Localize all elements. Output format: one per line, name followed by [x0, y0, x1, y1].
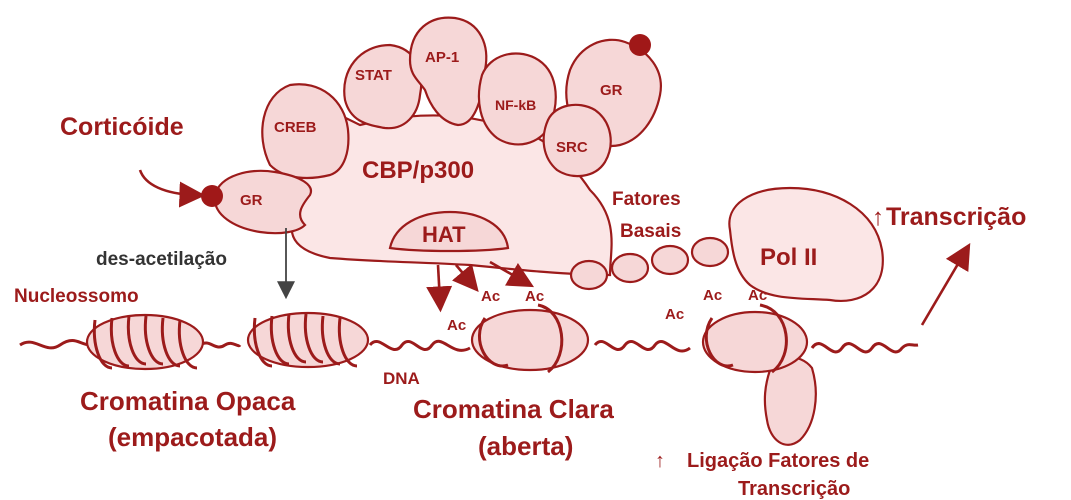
- transcricao-up-arrow: ↑: [872, 204, 884, 231]
- gr-left-blob: [215, 171, 311, 233]
- acetylation-arrow-1: [438, 265, 440, 302]
- basais-label: Basais: [620, 221, 681, 242]
- ac-label-3: Ac: [525, 288, 544, 305]
- nfkb-label: NF-kB: [495, 97, 536, 113]
- transcricao-label: Transcrição: [886, 203, 1026, 231]
- aberta-label: (aberta): [478, 431, 573, 461]
- desacetilacao-label: des-acetilação: [96, 249, 227, 270]
- ligacao-label: Ligação Fatores de: [687, 450, 869, 472]
- corticoide-label: Corticóide: [60, 113, 184, 141]
- basal-factor-4: [692, 238, 728, 266]
- creb-label: CREB: [274, 119, 317, 136]
- ac-label-6: Ac: [748, 287, 767, 304]
- gr-left-label: GR: [240, 192, 263, 209]
- stat-label: STAT: [355, 67, 392, 84]
- acetylation-arrow-2: [456, 265, 472, 284]
- ligacao-up-arrow: ↑: [655, 450, 665, 472]
- ac-label-2: Ac: [481, 288, 500, 305]
- nucleossomo-label: Nucleossomo: [14, 286, 139, 307]
- cromatina-clara-label: Cromatina Clara: [413, 394, 614, 424]
- dna-label: DNA: [383, 369, 420, 388]
- basal-factor-2: [612, 254, 648, 282]
- ap1-label: AP-1: [425, 49, 459, 66]
- empacotada-label: (empacotada): [108, 422, 277, 452]
- ligacao-label-2: Transcrição: [738, 478, 850, 500]
- basal-factor-3: [652, 246, 688, 274]
- src-label: SRC: [556, 139, 588, 156]
- hat-label: HAT: [422, 222, 466, 247]
- gr-top-label: GR: [600, 82, 623, 99]
- corticoid-ligand-dot-left: [201, 185, 223, 207]
- corticoid-arrow: [140, 170, 195, 195]
- ac-label-5: Ac: [703, 287, 722, 304]
- ac-label-1: Ac: [447, 317, 466, 334]
- fatores-label: Fatores: [612, 189, 681, 210]
- transcription-arrow: [922, 252, 965, 325]
- ac-label-4: Ac: [665, 306, 684, 323]
- pol-ii-label: Pol II: [760, 244, 817, 271]
- basal-factor-1: [571, 261, 607, 289]
- cromatina-opaca-label: Cromatina Opaca: [80, 386, 296, 416]
- cbp-label: CBP/p300: [362, 157, 474, 184]
- corticoid-ligand-dot-top: [629, 34, 651, 56]
- ap1-blob: [410, 18, 486, 125]
